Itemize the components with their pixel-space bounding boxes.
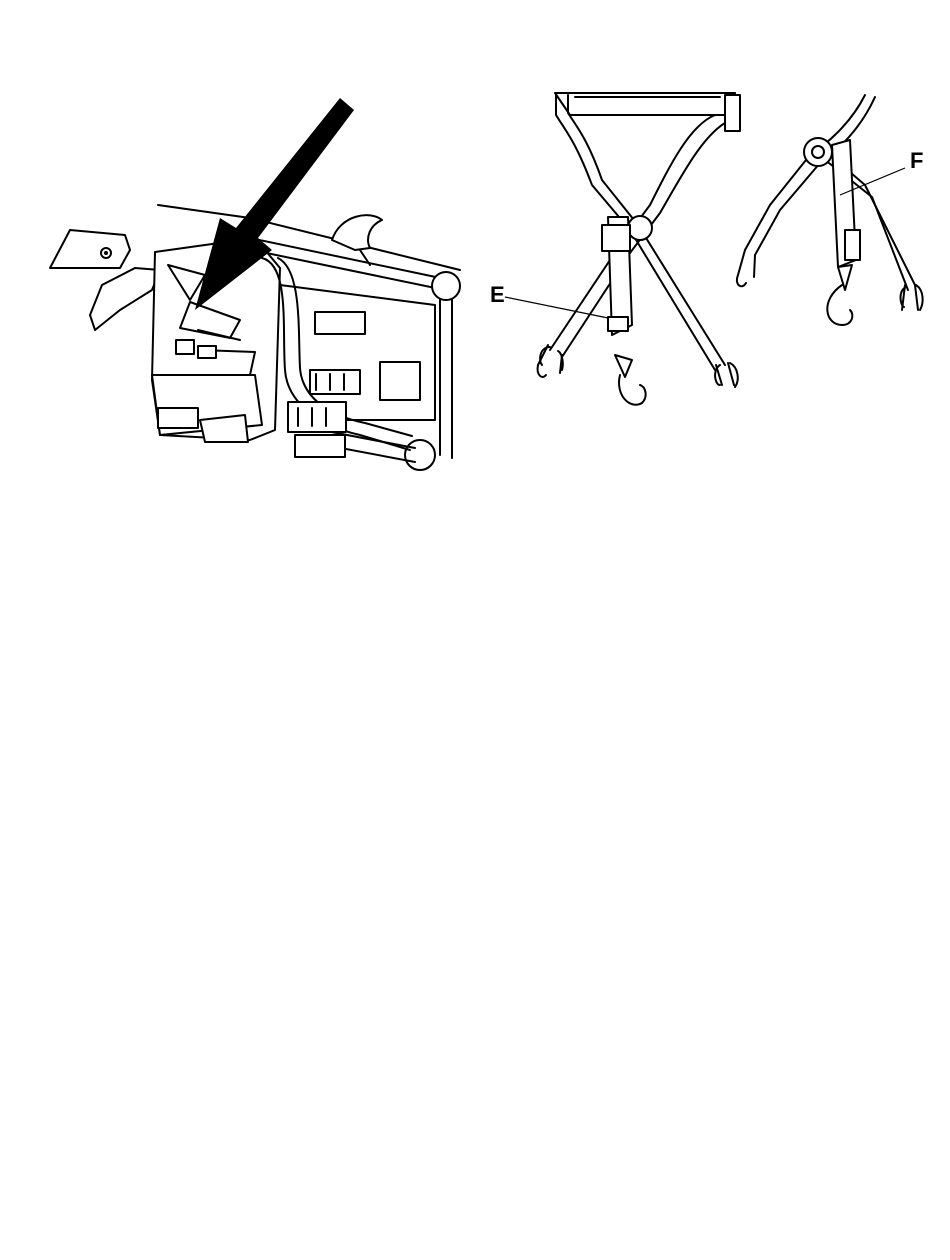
callout-f: F [910,148,923,173]
frame-figure: E F [520,85,950,430]
frame-strap-hook-illustration [505,93,923,405]
callout-e: E [490,282,505,307]
assembly-figure [40,90,480,490]
